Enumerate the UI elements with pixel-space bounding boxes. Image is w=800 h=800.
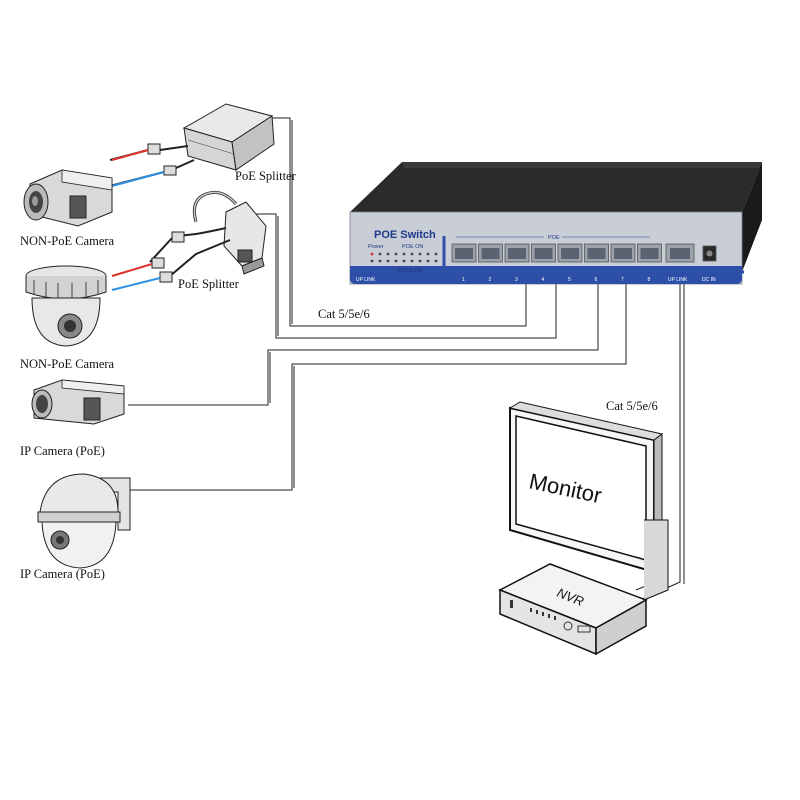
splitter-mid-label: PoE Splitter: [178, 277, 240, 291]
status-led: [386, 252, 390, 256]
poe-port-socket: [561, 248, 579, 259]
status-led: [434, 259, 438, 263]
switch-top: [350, 162, 762, 212]
non-poe-camera-2: [25, 265, 107, 347]
port-number: 2: [489, 277, 492, 283]
switch-dc-in-label: DC IN: [702, 277, 716, 283]
port-number: 4: [542, 277, 545, 283]
status-led: [378, 259, 382, 263]
status-led: [402, 259, 406, 263]
ip-camera-2: [37, 473, 131, 569]
blue-data-wire-1: [111, 171, 165, 187]
switch-uplink-left-label: UP LINK: [356, 277, 376, 283]
status-led: [386, 259, 390, 263]
switch-act-link-label: ACT/LINK: [398, 268, 423, 274]
poe-splitter-mid: [149, 190, 267, 283]
poe-port-socket: [640, 248, 659, 259]
non-poe-camera-1: [23, 169, 113, 227]
status-led: [370, 252, 374, 256]
monitor: Monitor: [508, 401, 669, 601]
status-led: [402, 252, 406, 256]
splitter-top-label: PoE Splitter: [235, 169, 297, 183]
poe-switch: POE Switch Power POE ON ACT/LINK POE UP …: [349, 162, 762, 285]
camera-4-label: IP Camera (PoE): [20, 567, 105, 581]
status-led: [418, 252, 422, 256]
status-led: [394, 259, 398, 263]
blue-data-wire-2: [111, 277, 161, 291]
cable-splitter-mid: [244, 213, 557, 339]
cable-label-right: Cat 5/5e/6: [606, 399, 658, 413]
port-number: 3: [515, 277, 518, 283]
camera-1-label: NON-PoE Camera: [20, 234, 115, 248]
poe-port-socket: [508, 248, 526, 259]
cable-ip-camera-1: [128, 278, 599, 406]
status-led: [410, 252, 414, 256]
port-number: 7: [621, 277, 624, 283]
status-led: [426, 252, 430, 256]
switch-title: POE Switch: [374, 229, 436, 241]
switch-poe-on-label: POE ON: [402, 244, 423, 250]
cable-ip-camera-2: [130, 278, 627, 491]
poe-port-socket: [534, 248, 553, 259]
nvr: NVR: [498, 563, 648, 656]
status-led: [426, 259, 430, 263]
port-number: 1: [462, 277, 465, 283]
camera-3-label: IP Camera (PoE): [20, 444, 105, 458]
status-led: [394, 252, 398, 256]
switch-ports: [451, 243, 662, 263]
port-number: 8: [648, 277, 651, 283]
switch-port-numbers: 1 2 3 4 5 6 7 8: [462, 277, 651, 283]
poe-port-socket: [455, 248, 473, 259]
cable-label-left: Cat 5/5e/6: [318, 307, 370, 321]
poe-port-socket: [614, 248, 632, 259]
switch-uplink-right-label: UP LINK: [668, 277, 688, 283]
switch-power-label: Power: [368, 244, 384, 250]
switch-poe-bracket-label: POE: [548, 235, 560, 241]
port-number: 5: [568, 277, 571, 283]
status-led: [378, 252, 382, 256]
poe-splitter-top: [109, 103, 275, 187]
switch-led-grid: [370, 252, 438, 263]
red-power-wire-2: [111, 263, 153, 277]
switch-side: [742, 162, 762, 272]
status-led: [434, 252, 438, 256]
ip-camera-1: [31, 379, 125, 425]
status-led: [370, 259, 374, 263]
camera-2-label: NON-PoE Camera: [20, 357, 115, 371]
status-led: [418, 259, 422, 263]
poe-port-socket: [587, 248, 606, 259]
status-led: [410, 259, 414, 263]
red-power-wire-1: [111, 149, 149, 161]
port-number: 6: [595, 277, 598, 283]
poe-port-socket: [481, 248, 500, 259]
